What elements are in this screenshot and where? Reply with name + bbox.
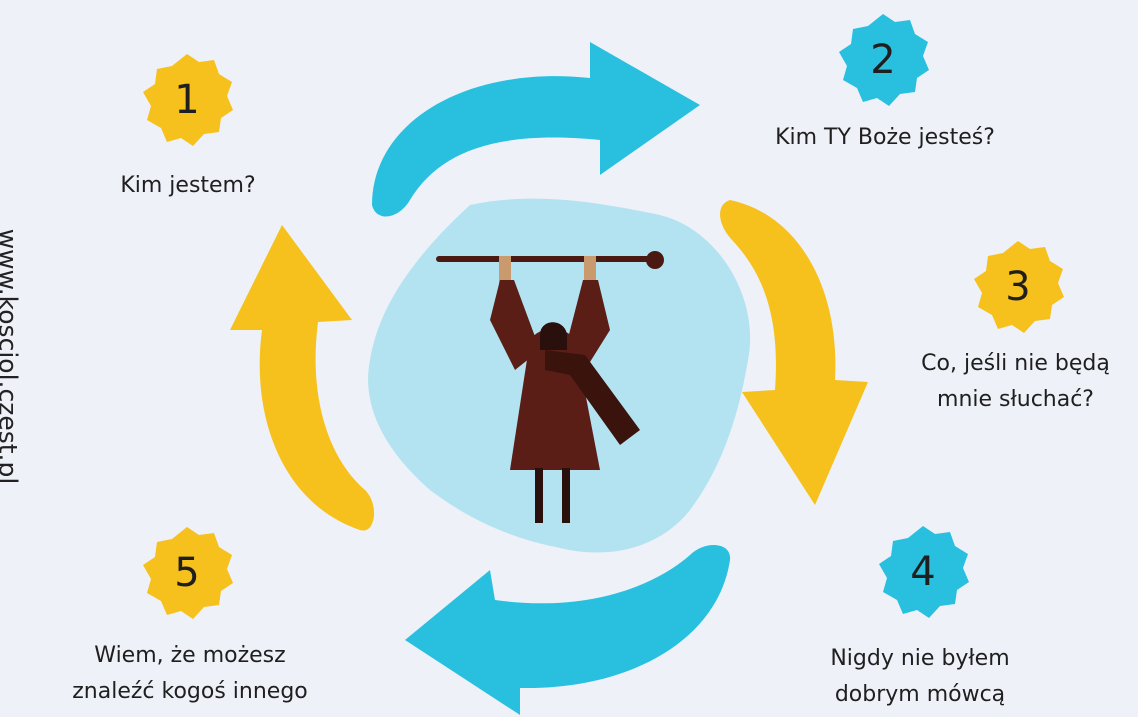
step-1-number: 1 xyxy=(174,77,200,123)
step-2-badge: 2 xyxy=(833,10,933,110)
staff-icon xyxy=(436,256,651,262)
step-2-line-1: Kim TY Boże jesteś? xyxy=(775,125,995,150)
step-4-badge: 4 xyxy=(873,522,973,622)
step-5-line-2: znaleźć kogoś innego xyxy=(72,679,308,704)
figure-illustration xyxy=(436,251,664,523)
step-5-label: Wiem, że możesz znaleźć kogoś innego xyxy=(30,638,350,710)
step-3-badge: 3 xyxy=(968,237,1068,337)
step-2-number: 2 xyxy=(870,37,896,83)
step-5-badge: 5 xyxy=(137,523,237,623)
step-2-label: Kim TY Boże jesteś? xyxy=(735,120,1035,156)
step-4-number: 4 xyxy=(910,549,936,595)
step-4-label: Nigdy nie byłem dobrym mówcą xyxy=(790,641,1050,713)
step-3-line-1: Co, jeśli nie będą xyxy=(921,351,1110,376)
step-5-number: 5 xyxy=(174,550,200,596)
arrow-1-to-2 xyxy=(372,42,700,217)
arrow-3-to-4 xyxy=(405,544,731,715)
step-5-line-1: Wiem, że możesz xyxy=(94,643,286,668)
website-url: www.kosciol.czest.pl xyxy=(0,228,23,485)
arrow-2-to-3 xyxy=(720,200,868,505)
step-4-line-1: Nigdy nie byłem xyxy=(830,646,1010,671)
step-3-line-2: mnie słuchać? xyxy=(937,387,1094,412)
step-3-label: Co, jeśli nie będą mnie słuchać? xyxy=(893,346,1138,418)
step-1-label: Kim jestem? xyxy=(88,168,288,204)
step-4-line-2: dobrym mówcą xyxy=(834,682,1006,707)
step-1-line-1: Kim jestem? xyxy=(120,173,256,198)
step-1-badge: 1 xyxy=(137,50,237,150)
arrow-4-to-5 xyxy=(230,225,375,531)
step-3-number: 3 xyxy=(1005,264,1031,310)
